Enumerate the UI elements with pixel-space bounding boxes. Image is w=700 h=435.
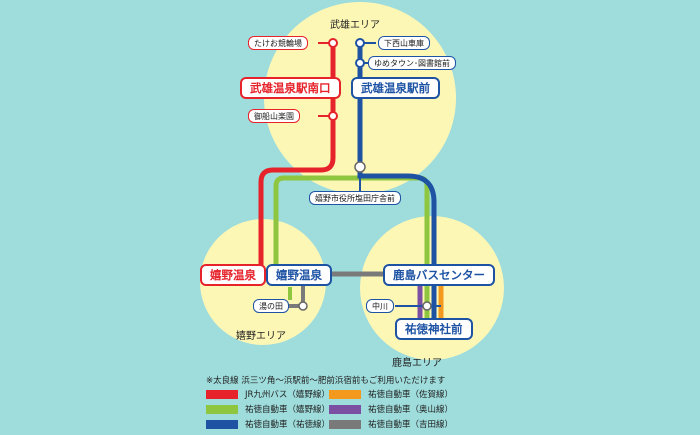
- stop-dot: [354, 161, 366, 173]
- takeo-area-label: 武雄エリア: [330, 20, 380, 31]
- stop-takeo-keirinjo: たけお競輪場: [248, 36, 308, 50]
- legend-item-yutoku-ureshino: 祐徳自動車（嬉野線）: [206, 403, 330, 415]
- stop-nakagawa: 中川: [366, 299, 394, 313]
- stop-dot: [328, 38, 338, 48]
- ureshino-area-label: 嬉野エリア: [236, 331, 286, 342]
- green-route-line-west: [273, 165, 363, 275]
- blue-route-line: [357, 43, 437, 318]
- legend-item-yutoku-yoshida: 祐徳自動車（吉田線）: [329, 418, 453, 430]
- legend-swatch: [329, 404, 361, 414]
- legend-swatch: [329, 419, 361, 429]
- stop-yume-town-library: ゆめタウン･図書館前: [368, 56, 456, 70]
- legend-label: 祐徳自動車（祐徳線）: [245, 420, 331, 430]
- legend-item-yutoku-okuyama: 祐徳自動車（奥山線）: [329, 403, 453, 415]
- legend-swatch: [329, 389, 361, 399]
- stop-takeo-onsen-ekimae: 武雄温泉駅前: [351, 77, 440, 99]
- stop-ureshino-onsen-red: 嬉野温泉: [200, 264, 266, 286]
- stop-ureshino-city-office: 嬉野市役所塩田庁舎前: [309, 191, 401, 205]
- stop-kashima-bus-center: 鹿島バスセンター: [383, 264, 495, 286]
- stop-yunota: 湯の田: [253, 299, 289, 313]
- kashima-area-label: 鹿島エリア: [392, 358, 442, 369]
- stop-yutoku-jinja-mae: 祐徳神社前: [395, 318, 473, 340]
- legend-item-yutoku-yutoku: 祐徳自動車（祐徳線）: [206, 418, 330, 430]
- legend-item-yutoku-saga: 祐徳自動車（佐賀線）: [329, 388, 453, 400]
- stop-dot: [422, 301, 432, 311]
- legend-label: 祐徳自動車（嬉野線）: [245, 405, 331, 415]
- stop-dot: [328, 111, 338, 121]
- legend-item-jr-kyushu-bus: JR九州バス（嬉野線）: [206, 388, 330, 400]
- stop-mifuneyama-rakuen: 御船山楽園: [248, 109, 300, 123]
- legend-label: 祐徳自動車（佐賀線）: [368, 390, 454, 400]
- legend-swatch: [206, 389, 238, 399]
- red-route-line: [258, 43, 336, 275]
- stop-shimonishiyama-shako: 下西山車庫: [378, 36, 430, 50]
- legend: ※太良線 浜三ツ角～浜駅前～肥前浜宿前もご利用いただけます JR九州バス（嬉野線…: [206, 374, 546, 434]
- stop-takeo-onsen-minamiguchi: 武雄温泉駅南口: [240, 77, 341, 99]
- stop-ureshino-onsen-blue: 嬉野温泉: [266, 264, 332, 286]
- legend-swatch: [206, 419, 238, 429]
- legend-label: JR九州バス（嬉野線）: [245, 390, 330, 400]
- legend-label: 祐徳自動車（吉田線）: [368, 420, 454, 430]
- legend-note: ※太良線 浜三ツ角～浜駅前～肥前浜宿前もご利用いただけます: [206, 376, 446, 386]
- stop-dot: [355, 38, 365, 48]
- legend-swatch: [206, 404, 238, 414]
- legend-label: 祐徳自動車（奥山線）: [368, 405, 454, 415]
- stop-dot: [298, 301, 308, 311]
- stop-dot: [355, 58, 365, 68]
